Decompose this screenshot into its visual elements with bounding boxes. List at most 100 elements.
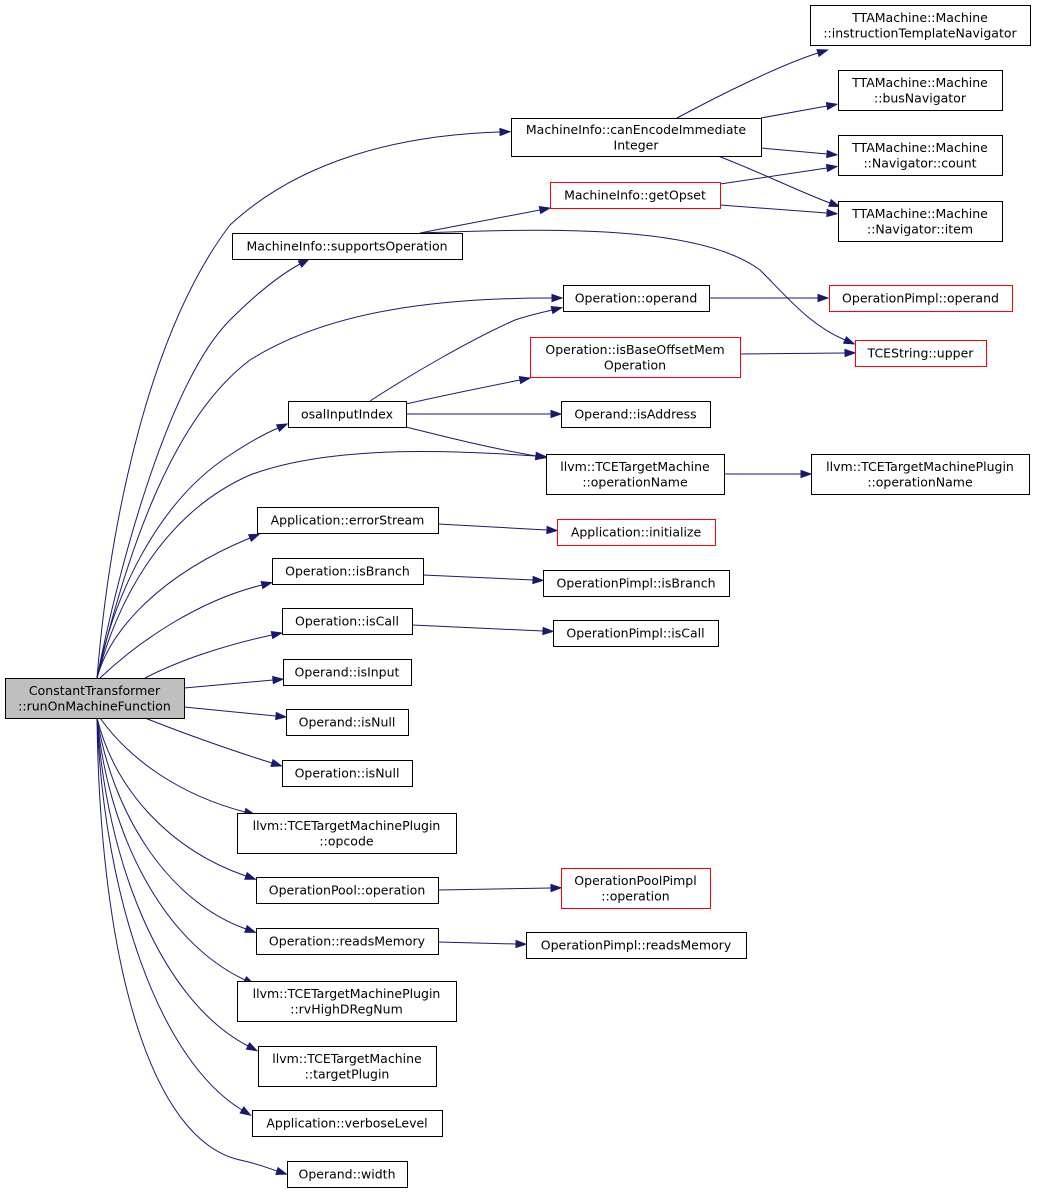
edge-arrowhead — [275, 423, 289, 433]
node-supportsOp[interactable]: MachineInfo::supportsOperation — [232, 233, 463, 260]
node-box — [838, 70, 1003, 111]
node-box — [563, 285, 710, 312]
edge-root-to-poolOp — [96, 717, 257, 880]
node-label-line: ::busNavigator — [874, 90, 967, 105]
edge-line — [405, 426, 537, 457]
node-readsMem[interactable]: Operation::readsMemory — [256, 928, 439, 955]
edge-line — [183, 706, 277, 717]
edge-root-to-opIsNull — [144, 717, 283, 767]
node-label-line: Operation::isCall — [295, 614, 399, 629]
node-appInit[interactable]: Application::initialize — [557, 519, 716, 546]
node-opIsBranch[interactable]: Operation::isBranch — [272, 558, 424, 585]
node-label-line: Operand::isAddress — [574, 407, 696, 422]
edge-arrowhead — [825, 101, 839, 111]
edge-errStream-to-appInit — [437, 523, 559, 535]
node-opcode[interactable]: llvm::TCETargetMachinePlugin::opcode — [237, 813, 457, 854]
node-isAddress[interactable]: Operand::isAddress — [561, 401, 711, 428]
node-rvHigh[interactable]: llvm::TCETargetMachinePlugin::rvHighDReg… — [237, 981, 457, 1022]
edge-supportsOp-to-getOpset — [419, 205, 552, 234]
node-poolPimplOp[interactable]: OperationPoolPimpl::operation — [561, 868, 711, 909]
edge-canEncode-to-busNav — [760, 101, 839, 119]
edge-arrowhead — [550, 409, 563, 419]
node-label-line: llvm::TCETargetMachinePlugin — [826, 459, 1014, 474]
node-operandIsNull[interactable]: Operand::isNull — [286, 709, 409, 736]
node-poolOp[interactable]: OperationPool::operation — [256, 877, 439, 904]
node-label-line: TTAMachine::Machine — [851, 10, 988, 25]
edge-root-to-osalInput — [96, 423, 289, 679]
node-opIsNull[interactable]: Operation::isNull — [282, 760, 413, 787]
node-label-line: Application::initialize — [571, 525, 702, 540]
edge-line — [96, 263, 301, 679]
node-pimplIsBranch[interactable]: OperationPimpl::isBranch — [543, 570, 730, 597]
node-opIsCall[interactable]: Operation::isCall — [282, 608, 413, 635]
edge-root-to-isInput — [183, 675, 285, 689]
edge-arrowhead — [260, 581, 274, 590]
edge-root-to-readsMem — [96, 717, 257, 933]
edge-line — [437, 887, 552, 891]
node-box — [232, 233, 463, 260]
node-pimplIsCall[interactable]: OperationPimpl::isCall — [553, 620, 719, 647]
node-opOperand[interactable]: Operation::operand — [563, 285, 710, 312]
edge-arrowhead — [244, 924, 257, 933]
edge-arrowhead — [826, 208, 839, 218]
node-pimplReadsMem[interactable]: OperationPimpl::readsMemory — [526, 932, 747, 959]
node-isInput[interactable]: Operand::isInput — [283, 659, 412, 686]
edge-line — [739, 352, 846, 355]
node-box — [5, 678, 185, 719]
node-osalInput[interactable]: osalInputIndex — [288, 401, 407, 428]
edge-osalInput-to-opOperand — [369, 306, 564, 402]
node-label-line: ::opcode — [319, 833, 373, 848]
edge-line — [405, 379, 521, 405]
edge-root-to-opIsBranch — [99, 581, 274, 679]
node-label-line: OperationPool::operation — [269, 883, 426, 898]
node-box — [286, 709, 409, 736]
edge-arrowhead — [546, 525, 559, 535]
node-pimplOperand[interactable]: OperationPimpl::operand — [829, 285, 1013, 312]
node-targetPlugin[interactable]: llvm::TCETargetMachine::targetPlugin — [258, 1046, 437, 1087]
node-tceUpper[interactable]: TCEString::upper — [855, 340, 987, 367]
edge-poolOp-to-poolPimplOp — [437, 883, 563, 893]
edge-root-to-width — [96, 717, 288, 1175]
node-label-line: llvm::TCETargetMachinePlugin — [253, 986, 441, 1001]
edge-line — [96, 131, 501, 679]
node-box — [557, 519, 716, 546]
edges-layer — [96, 49, 857, 1175]
node-verbose[interactable]: Application::verboseLevel — [252, 1110, 443, 1137]
node-box — [272, 558, 424, 585]
edge-arrowhead — [532, 575, 545, 585]
node-box — [288, 401, 407, 428]
edge-line — [96, 717, 243, 1111]
node-root: ConstantTransformer::runOnMachineFunctio… — [5, 678, 185, 719]
node-label-line: ::Navigator::item — [867, 221, 973, 236]
edge-line — [717, 155, 831, 204]
node-busNav[interactable]: TTAMachine::Machine::busNavigator — [838, 70, 1003, 111]
node-box — [810, 5, 1031, 46]
edge-arrowhead — [272, 675, 285, 685]
node-itn[interactable]: TTAMachine::Machine::instructionTemplate… — [810, 5, 1031, 46]
node-tmOpName[interactable]: llvm::TCETargetMachine::operationName — [546, 454, 725, 495]
node-getOpset[interactable]: MachineInfo::getOpset — [550, 182, 721, 209]
node-errStream[interactable]: Application::errorStream — [257, 507, 439, 534]
edge-readsMem-to-pimplReadsMem — [437, 939, 528, 949]
node-width[interactable]: Operand::width — [287, 1161, 408, 1188]
node-tmpOpName[interactable]: llvm::TCETargetMachinePlugin::operationN… — [811, 454, 1030, 495]
edge-root-to-opIsCall — [144, 630, 284, 679]
edge-root-to-verbose — [96, 717, 252, 1116]
node-box — [282, 760, 413, 787]
edge-arrowhead — [297, 258, 311, 268]
edge-line — [96, 537, 251, 679]
edge-canEncode-to-navCount — [760, 147, 839, 159]
edge-getOpset-to-navItem — [719, 204, 839, 218]
edge-arrowhead — [270, 630, 284, 640]
edge-line — [96, 717, 247, 930]
edge-root-to-targetPlugin — [96, 717, 259, 1052]
edge-arrowhead — [275, 1166, 288, 1175]
node-label-line: Operation::readsMemory — [269, 934, 426, 949]
node-box — [283, 659, 412, 686]
node-navCount[interactable]: TTAMachine::Machine::Navigator::count — [838, 135, 1003, 176]
node-label-line: Operation::isBaseOffsetMem — [545, 342, 724, 357]
edge-canEncode-to-navItem — [717, 155, 841, 207]
node-navItem[interactable]: TTAMachine::Machine::Navigator::item — [838, 201, 1003, 242]
